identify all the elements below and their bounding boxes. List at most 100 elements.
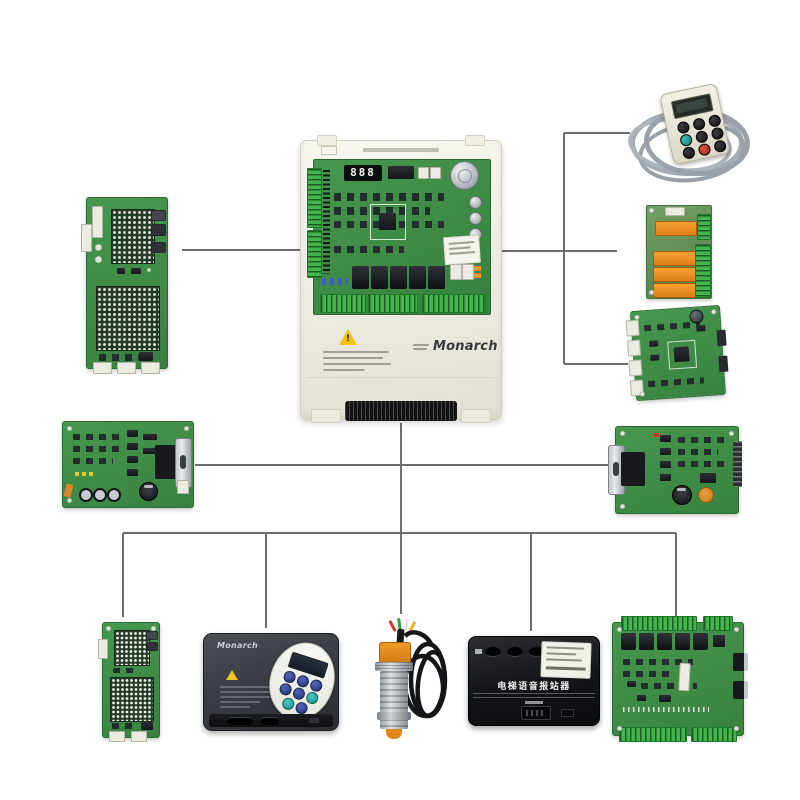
ic-chip bbox=[637, 695, 646, 701]
screw-hole bbox=[151, 626, 156, 631]
edge-connector bbox=[733, 441, 742, 487]
car-display-board bbox=[98, 622, 160, 742]
terminal-block bbox=[697, 214, 711, 240]
screw-hole bbox=[620, 431, 625, 436]
sensor-orange-cap bbox=[379, 642, 411, 664]
relay bbox=[352, 266, 369, 289]
sensor-tip bbox=[386, 729, 402, 739]
db9-slot bbox=[613, 462, 619, 476]
ic-chip bbox=[139, 352, 153, 361]
ic-row bbox=[647, 377, 705, 388]
bottom-connector bbox=[109, 731, 125, 742]
terminal-block bbox=[307, 168, 322, 228]
sensor-body bbox=[380, 671, 408, 729]
bottom-connector bbox=[141, 362, 160, 374]
edge-connector bbox=[146, 642, 158, 651]
db9-face bbox=[175, 438, 192, 488]
white-connector bbox=[98, 639, 108, 659]
expansion-io-board bbox=[612, 616, 748, 742]
relay bbox=[409, 266, 426, 289]
keypad-button-red bbox=[697, 142, 712, 157]
ic-chip bbox=[141, 722, 153, 730]
mcu-chip bbox=[379, 213, 396, 230]
db9-shell bbox=[621, 452, 645, 486]
speaker-cutout bbox=[485, 647, 501, 657]
car-io-board bbox=[625, 304, 729, 402]
seven-segment-display: 888 bbox=[344, 165, 382, 181]
label-text-line bbox=[220, 686, 278, 688]
ic-chip bbox=[143, 448, 157, 454]
db9-connector bbox=[608, 445, 646, 495]
mounting-tab bbox=[317, 135, 337, 146]
led-row bbox=[75, 472, 93, 476]
jumper-connector bbox=[430, 167, 441, 179]
main-controller-unit: 888 bbox=[300, 135, 502, 423]
fuse bbox=[474, 273, 481, 278]
base-cutout bbox=[227, 717, 253, 725]
screw-hole bbox=[617, 726, 622, 731]
transistor bbox=[127, 430, 138, 437]
label-text-line bbox=[220, 701, 260, 703]
ic-chip bbox=[696, 325, 706, 332]
ic-chip bbox=[627, 681, 636, 687]
ic-row bbox=[334, 207, 430, 215]
screw-hole bbox=[639, 391, 645, 397]
warning-text-line bbox=[323, 369, 365, 371]
db9-connector bbox=[733, 653, 748, 671]
edge-connector bbox=[718, 355, 729, 373]
label-sticker bbox=[678, 662, 691, 692]
voice-announcer: 电梯语音报站器 bbox=[468, 636, 600, 726]
mcu-chip bbox=[673, 346, 690, 363]
keypad-button bbox=[676, 120, 691, 135]
screw-hole bbox=[184, 426, 189, 431]
orange-relay bbox=[653, 267, 697, 282]
screw-hole bbox=[649, 290, 654, 295]
small-text-line bbox=[413, 348, 427, 350]
test-point bbox=[147, 268, 151, 272]
keypad-button bbox=[707, 113, 722, 128]
ic-chip bbox=[131, 268, 141, 274]
label-text-line bbox=[546, 652, 577, 656]
mounting-tab bbox=[465, 135, 485, 146]
screw-terminal bbox=[79, 488, 93, 502]
pin-header bbox=[323, 170, 330, 274]
label-text-line bbox=[448, 246, 471, 250]
ic-row bbox=[678, 449, 718, 455]
sensor-collar bbox=[377, 712, 411, 720]
side-port bbox=[561, 709, 574, 717]
ic-row bbox=[99, 354, 139, 361]
label-barcode bbox=[545, 666, 586, 671]
terminal-block bbox=[619, 727, 687, 742]
ic-row bbox=[73, 434, 125, 440]
brand-logo: Monarch bbox=[433, 339, 498, 354]
capacitor bbox=[469, 196, 482, 209]
relay bbox=[428, 266, 445, 289]
ic-row bbox=[678, 437, 726, 443]
orange-capacitor bbox=[698, 487, 714, 503]
terminal-block bbox=[703, 616, 733, 631]
label-text-line bbox=[448, 241, 475, 245]
warning-label: ! bbox=[323, 329, 395, 377]
dot-matrix-display-small bbox=[114, 630, 150, 666]
warning-mark: ! bbox=[346, 334, 351, 344]
door-machine-controller: Monarch bbox=[203, 633, 345, 731]
warning-text-line bbox=[323, 363, 391, 365]
ic-row bbox=[641, 683, 697, 689]
db9-connector bbox=[155, 438, 193, 488]
dot-matrix-display-large bbox=[96, 286, 160, 351]
keypad-lcd bbox=[670, 93, 714, 120]
pin-connector bbox=[521, 706, 551, 720]
small-label bbox=[475, 649, 482, 654]
panel-ridge bbox=[473, 697, 595, 698]
jumper-connector bbox=[418, 167, 429, 179]
mounting-foot bbox=[311, 409, 341, 423]
warning-text-line bbox=[323, 351, 389, 353]
ic-row bbox=[623, 659, 693, 665]
transistor bbox=[127, 443, 138, 450]
leveling-sensor bbox=[365, 616, 451, 740]
ventilation-grille bbox=[345, 401, 457, 421]
ic-row bbox=[73, 458, 113, 464]
label-text-line bbox=[449, 251, 476, 255]
capacitor-top bbox=[144, 485, 153, 488]
terminal-block bbox=[422, 294, 486, 313]
